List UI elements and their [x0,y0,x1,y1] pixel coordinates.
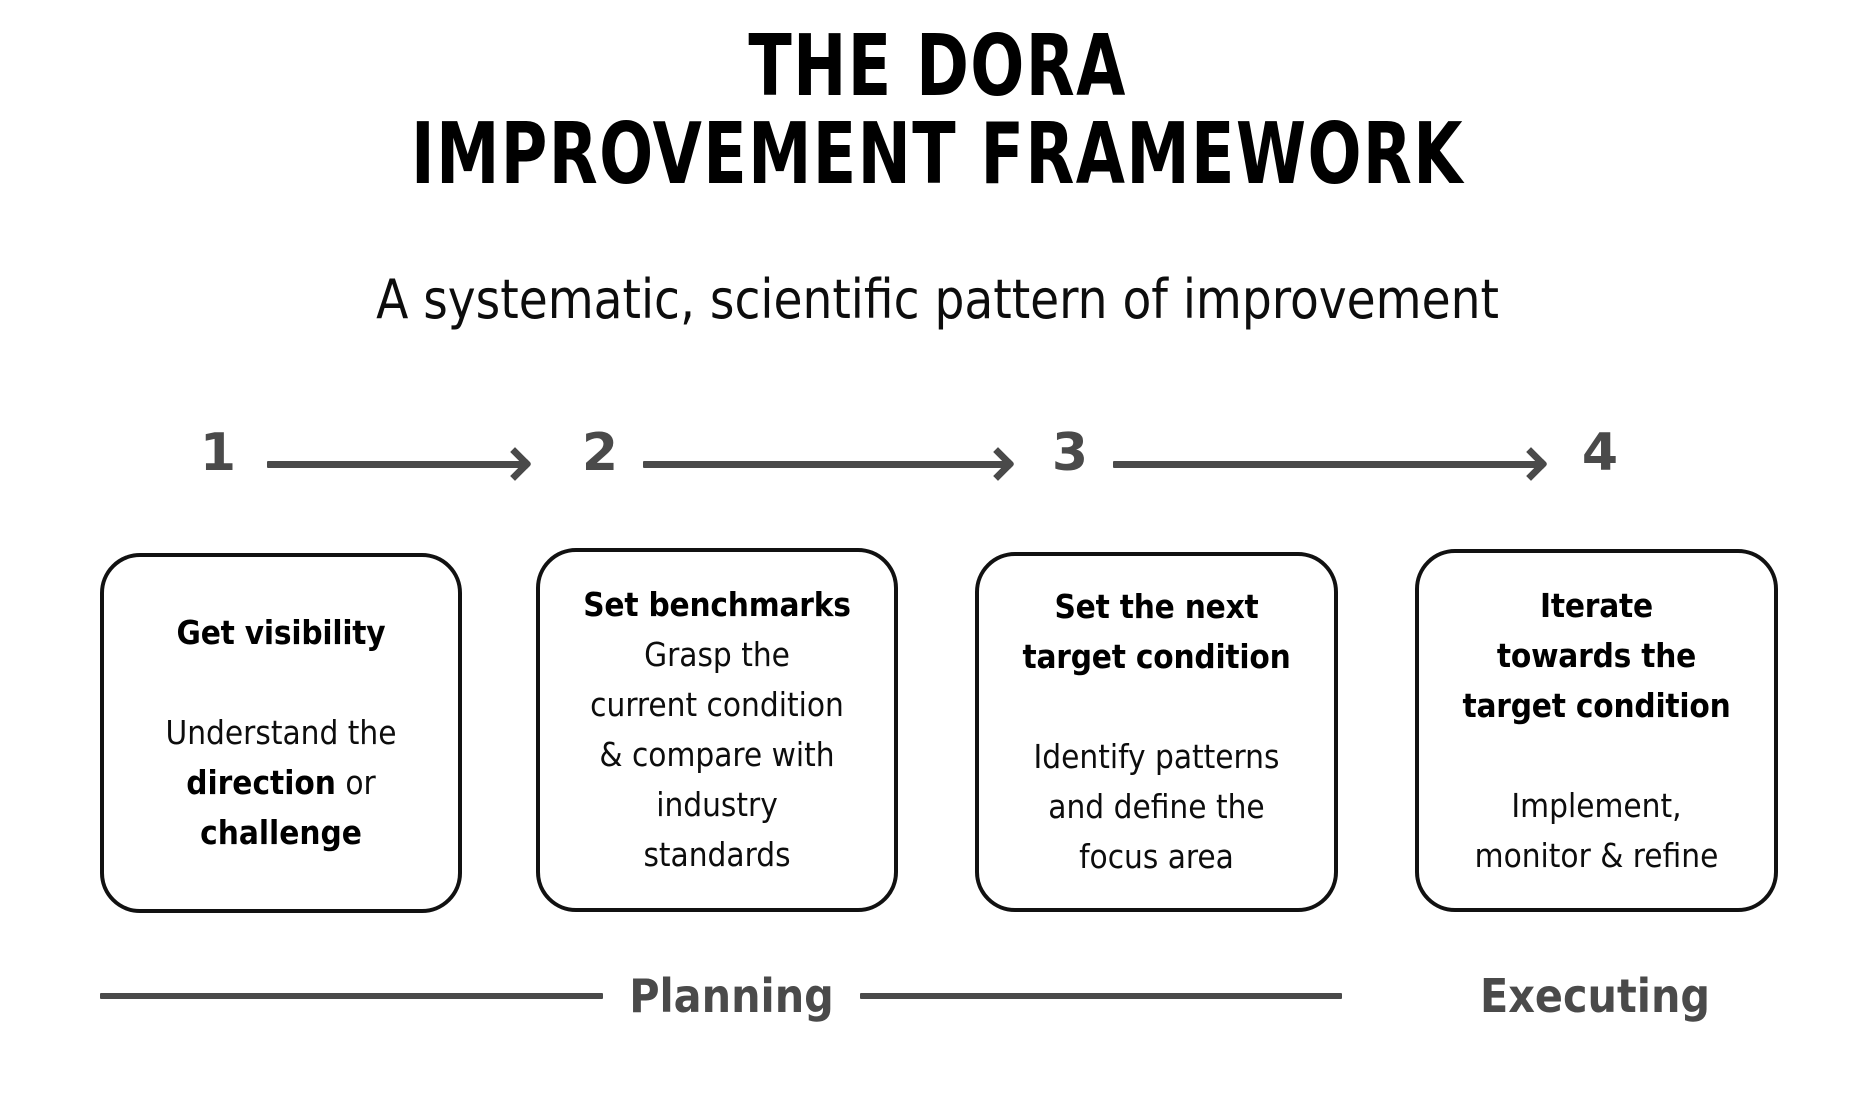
page-title: THE DORA IMPROVEMENT FRAMEWORK [0,16,1875,203]
arrow-icon-1-to-2 [267,447,532,481]
phase-label-executing: Executing [1479,969,1711,1023]
title-line-1: THE DORA [748,15,1127,116]
arrow-head [981,447,1015,481]
arrow-shaft [267,461,525,468]
step-sequence: 1 2 3 4 [0,420,1875,500]
arrow-shaft [643,461,1008,468]
step-number-1: 1 [199,423,237,483]
phase-line-right [860,993,1342,999]
arrow-icon-2-to-3 [643,447,1015,481]
step-card-1-heading: Get visibility [176,613,386,652]
step-number-4: 4 [1581,423,1619,483]
phase-bracket: Planning Executing [0,965,1875,1045]
arrow-icon-3-to-4 [1113,447,1548,481]
step-card-2-heading: Set benchmarks [583,585,851,624]
phase-label-planning: Planning [629,969,834,1023]
step-number-3: 3 [1051,423,1089,483]
step-number-2: 2 [581,423,619,483]
title-line-2: IMPROVEMENT FRAMEWORK [411,103,1464,204]
phase-line-left [100,993,603,999]
step-card-4-body: Implement,monitor & refine [1474,785,1719,875]
page-subtitle: A systematic, scientific pattern of impr… [376,268,1499,331]
arrow-head [498,447,532,481]
arrow-shaft [1113,461,1541,468]
arrow-head [1514,447,1548,481]
